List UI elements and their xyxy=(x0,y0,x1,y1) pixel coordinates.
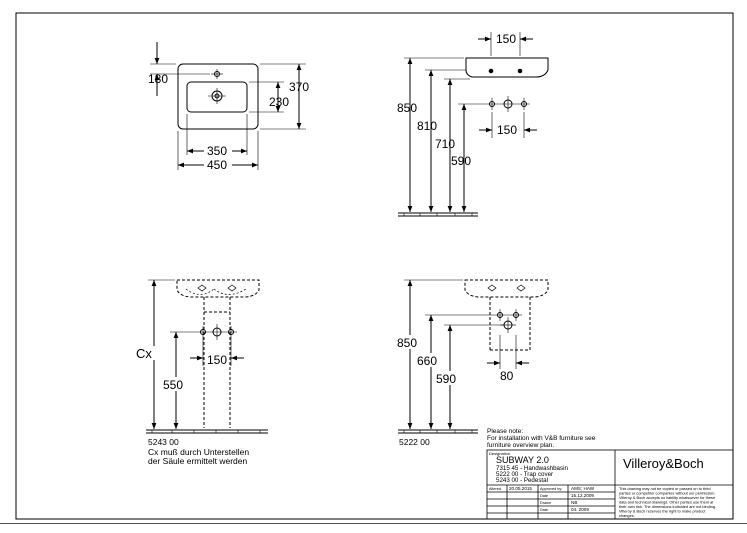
ref-code-pedestal: 5243 00 xyxy=(148,437,179,447)
floor-hatch-front xyxy=(146,429,268,434)
ref-code-trap: 5222 00 xyxy=(399,437,430,447)
product-item-3: 5243 00 - Pedestal xyxy=(496,477,548,484)
disclaimer-line-2: parties or competitor companies without … xyxy=(619,491,715,496)
basin-hidden-side xyxy=(464,279,549,298)
basin-profile-side xyxy=(465,57,549,78)
dim-590-pedestal: 590 xyxy=(436,372,456,386)
dim-850: 850 xyxy=(397,101,417,115)
floor-hatch-side xyxy=(398,212,478,217)
product-item-2: 5222 00 - Trap cover xyxy=(496,471,553,478)
dim-850-pedestal: 850 xyxy=(397,336,417,350)
dim-450: 450 xyxy=(207,158,227,172)
note-line1: For installation with V&B furniture see xyxy=(487,435,596,442)
date2-label: Date xyxy=(540,508,548,512)
dim-180: 180 xyxy=(148,72,168,86)
disclaimer-line-6: Villeroy & Boch reserves the right to ma… xyxy=(619,509,706,514)
note-heading: Please note: xyxy=(487,428,523,435)
installation-note: Please note: For installation with V&B f… xyxy=(487,428,596,449)
sheet-border xyxy=(15,12,734,520)
dim-710: 710 xyxy=(435,137,455,151)
product-name: SUBWAY 2.0 xyxy=(496,455,549,465)
basin-hidden-front xyxy=(176,279,260,298)
dim-230: 230 xyxy=(269,95,289,109)
dim-370: 370 xyxy=(289,80,309,94)
drawn-label: Drawn xyxy=(540,501,551,505)
date-value: 15.12.2009 xyxy=(571,493,594,498)
dim-550: 550 xyxy=(163,378,183,392)
side-view xyxy=(398,32,549,217)
pedestal-side-labels: 850 660 590 80 5222 00 xyxy=(396,335,517,447)
title-block xyxy=(486,449,734,520)
disclaimer-line-4: data and technical drawings. Other parti… xyxy=(619,500,714,505)
dim-150-pedestal: 150 xyxy=(207,353,227,367)
altered-date: 20.05.2015 xyxy=(509,486,532,491)
basin-outline-top xyxy=(177,63,259,130)
note-line2: furniture overview plan. xyxy=(487,442,554,449)
pedestal-column-hidden xyxy=(203,297,231,428)
altered-label: Altered xyxy=(489,487,501,491)
date2-value: 04. 2009 xyxy=(571,507,589,512)
approved-value: AMS; HAW xyxy=(571,486,595,491)
disclaimer-line-1: This drawing may not be copied or passed… xyxy=(619,486,710,491)
disclaimer-line-3: Villeroy & Boch accepts no liability wha… xyxy=(619,495,715,500)
dim-350: 350 xyxy=(207,144,227,158)
trap-cover-hidden xyxy=(489,297,531,351)
approved-label: Approved by: xyxy=(540,487,562,491)
disclaimer-line-5: their own risk. The dimensions indicated… xyxy=(619,504,716,509)
side-view-labels: 150 150 850 810 710 590 xyxy=(397,32,517,168)
product-item-1: 7315 45 - Handwashbasin xyxy=(496,465,568,472)
designation-label: Designation xyxy=(489,451,510,456)
top-view-labels: 180 370 230 350 450 xyxy=(148,72,309,172)
dim-660: 660 xyxy=(417,354,437,368)
pedestal-front-view xyxy=(146,279,268,434)
pedestal-waste-symbols xyxy=(197,324,237,340)
pedestal-note-line1: Cx muß durch Unterstellen xyxy=(148,447,249,457)
dim-150-waste: 150 xyxy=(497,123,517,137)
basin-bowl-top xyxy=(186,81,248,113)
pedestal-side-view xyxy=(398,279,549,434)
date-label: Date xyxy=(540,494,548,498)
brand-logo-text: Villeroy&Boch xyxy=(623,456,704,471)
title-block-text: Designation SUBWAY 2.0 7315 45 - Handwas… xyxy=(489,451,716,518)
dim-150-top: 150 xyxy=(496,32,516,46)
dim-cx: Cx xyxy=(136,346,152,361)
floor-hatch-pedestal-side xyxy=(398,429,478,434)
dim-810: 810 xyxy=(417,119,437,133)
pedestal-front-labels: Cx 550 150 5243 00 Cx muß durch Unterste… xyxy=(135,346,249,466)
trap-waste-symbols xyxy=(494,309,522,333)
disclaimer-line-7: changes. xyxy=(619,513,635,518)
waste-connection-symbols xyxy=(486,96,530,112)
dim-590: 590 xyxy=(451,154,471,168)
drawn-value: NB xyxy=(571,500,577,505)
pedestal-note-line2: der Säule ermittelt werden xyxy=(148,456,247,466)
dim-80: 80 xyxy=(500,369,514,383)
